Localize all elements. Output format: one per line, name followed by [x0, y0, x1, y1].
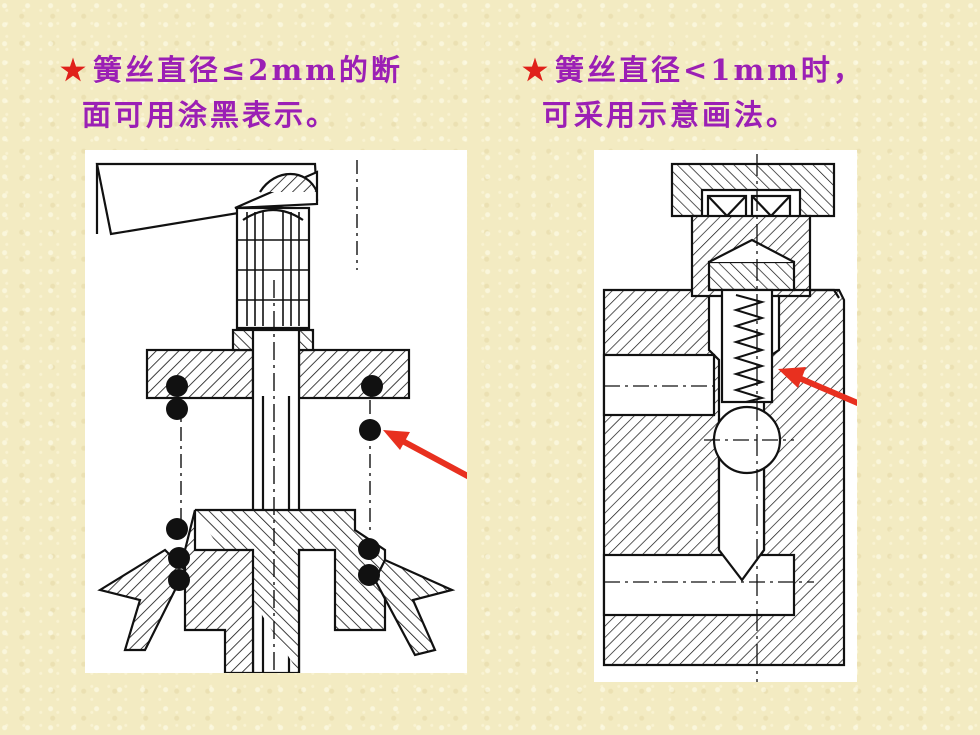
check-valve-section-svg [602, 154, 857, 682]
left-section-drawing [85, 150, 467, 673]
left-caption-line1: 簧丝直径≤2mm的断 [93, 53, 403, 87]
right-caption-line1: 簧丝直径<1mm时， [555, 53, 865, 87]
star-icon: ★ [522, 53, 551, 87]
pointer-arrow [383, 430, 467, 480]
right-section-drawing [594, 150, 857, 682]
right-caption-line2: 可采用示意画法。 [542, 98, 799, 132]
valve-section-svg [95, 160, 467, 673]
spring-section-group [166, 375, 383, 591]
pointer-arrow [778, 367, 857, 407]
star-icon: ★ [60, 53, 89, 87]
left-caption-line2: 面可用涂黑表示。 [82, 98, 339, 132]
spring-schematic [732, 294, 766, 403]
right-caption: ★簧丝直径<1mm时， 可采用示意画法。 [522, 48, 865, 138]
left-caption: ★簧丝直径≤2mm的断 面可用涂黑表示。 [60, 48, 403, 138]
